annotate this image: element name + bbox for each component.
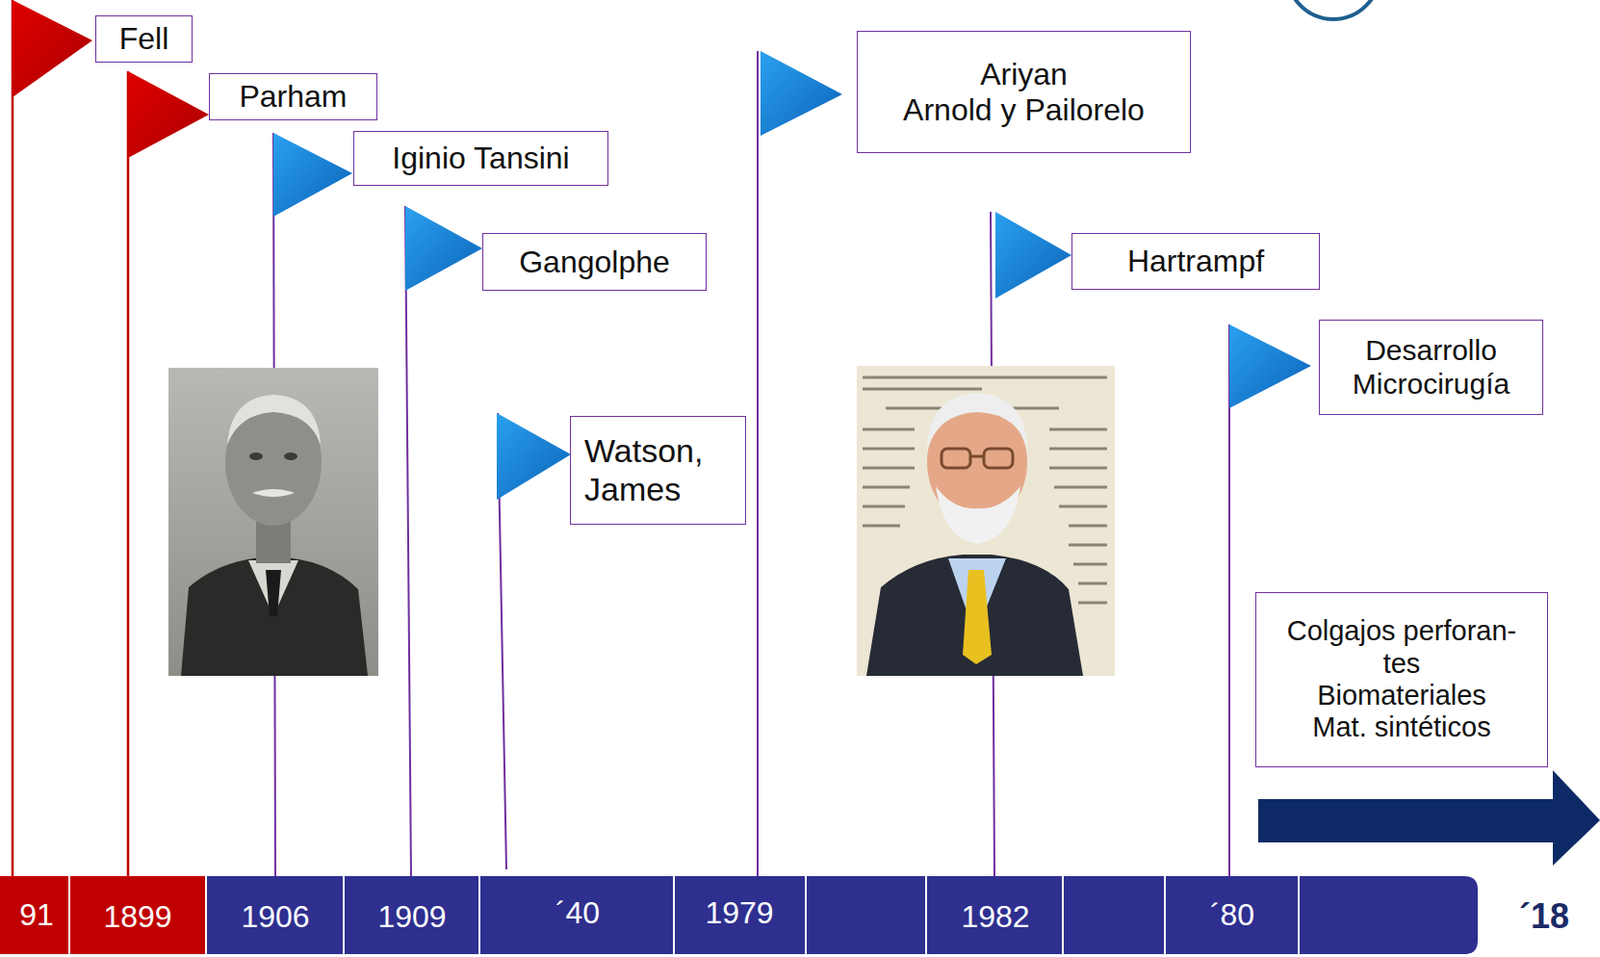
timeline-label: Biomateriales	[1316, 679, 1487, 712]
logo-fragment	[1287, 0, 1380, 20]
timeline-bar-red	[0, 876, 207, 955]
timeline-label: Desarrollo Microcirugía	[1333, 334, 1529, 401]
timeline-box: Watson, James	[569, 415, 747, 525]
year-label: ´80	[1210, 897, 1255, 933]
timeline-box: Gangolphe	[482, 232, 707, 291]
timeline-label: Gangolphe	[518, 244, 671, 281]
year-label: ´40	[555, 895, 600, 931]
red-flag	[12, 0, 93, 98]
timeline-box: Hartrampf	[1071, 232, 1320, 290]
flag-label-box: Fell	[95, 15, 193, 63]
timeline-label: Ariyan	[980, 56, 1068, 93]
flag-pole	[11, 0, 15, 877]
year-label: 1906	[240, 899, 310, 935]
timeline-box: Colgajos perforan- tesBiomaterialesMat. …	[1255, 592, 1549, 768]
photo-ground	[168, 367, 379, 676]
year-label: 1979	[704, 895, 774, 931]
photo-ground	[856, 365, 1115, 676]
timeline-label: Fell	[119, 21, 170, 57]
portrait-glasses	[941, 448, 1013, 468]
timeline-bar	[206, 876, 1478, 955]
year-label: 1899	[103, 899, 172, 935]
portrait-suit	[866, 554, 1084, 676]
timeline-dividers	[69, 876, 1299, 955]
timeline-label: Parham	[238, 78, 347, 115]
portrait-tie	[962, 569, 992, 665]
timeline-box: AriyanArnold y Pailorelo	[856, 30, 1191, 154]
flag-pole	[405, 206, 412, 877]
portrait-hair	[227, 394, 321, 445]
blue-flag	[273, 132, 353, 217]
timeline-label: Watson, James	[584, 432, 732, 508]
timeline-box: Iginio Tansini	[353, 130, 609, 186]
timeline-label: Hartrampf	[1127, 243, 1265, 280]
flag-pole	[127, 71, 130, 877]
timeline-label: Colgajos perforan- tes	[1269, 615, 1534, 680]
blue-flag	[496, 412, 571, 500]
portrait-hair	[927, 392, 1028, 453]
timeline-label: Arnold y Pailorelo	[903, 92, 1145, 129]
portrait-eye	[283, 452, 298, 461]
timeline-label: Mat. sintéticos	[1312, 711, 1491, 744]
forward-arrow	[1258, 770, 1600, 866]
blue-flag	[405, 206, 483, 291]
year-label: ´18	[1519, 896, 1570, 937]
blue-flag	[1229, 324, 1312, 409]
portrait-tie	[265, 569, 282, 617]
portrait-moustache	[252, 489, 295, 497]
portrait-collar	[248, 560, 299, 617]
flag-label-box: Parham	[208, 73, 378, 121]
portrait-beard	[935, 486, 1021, 544]
blue-flag	[760, 51, 843, 136]
flag-pole	[756, 51, 759, 877]
portrait-suit	[180, 556, 368, 676]
year-label: 1982	[960, 899, 1030, 935]
portrait-eye	[249, 452, 263, 461]
portrait-photo	[168, 367, 379, 676]
timeline-box: Desarrollo Microcirugía	[1318, 319, 1544, 415]
portrait-photo	[856, 365, 1115, 676]
year-label: 1909	[377, 899, 446, 935]
blue-flag	[995, 211, 1072, 299]
red-flag	[128, 71, 209, 158]
timeline-label: Iginio Tansini	[391, 140, 569, 177]
year-label: 91	[19, 897, 54, 933]
